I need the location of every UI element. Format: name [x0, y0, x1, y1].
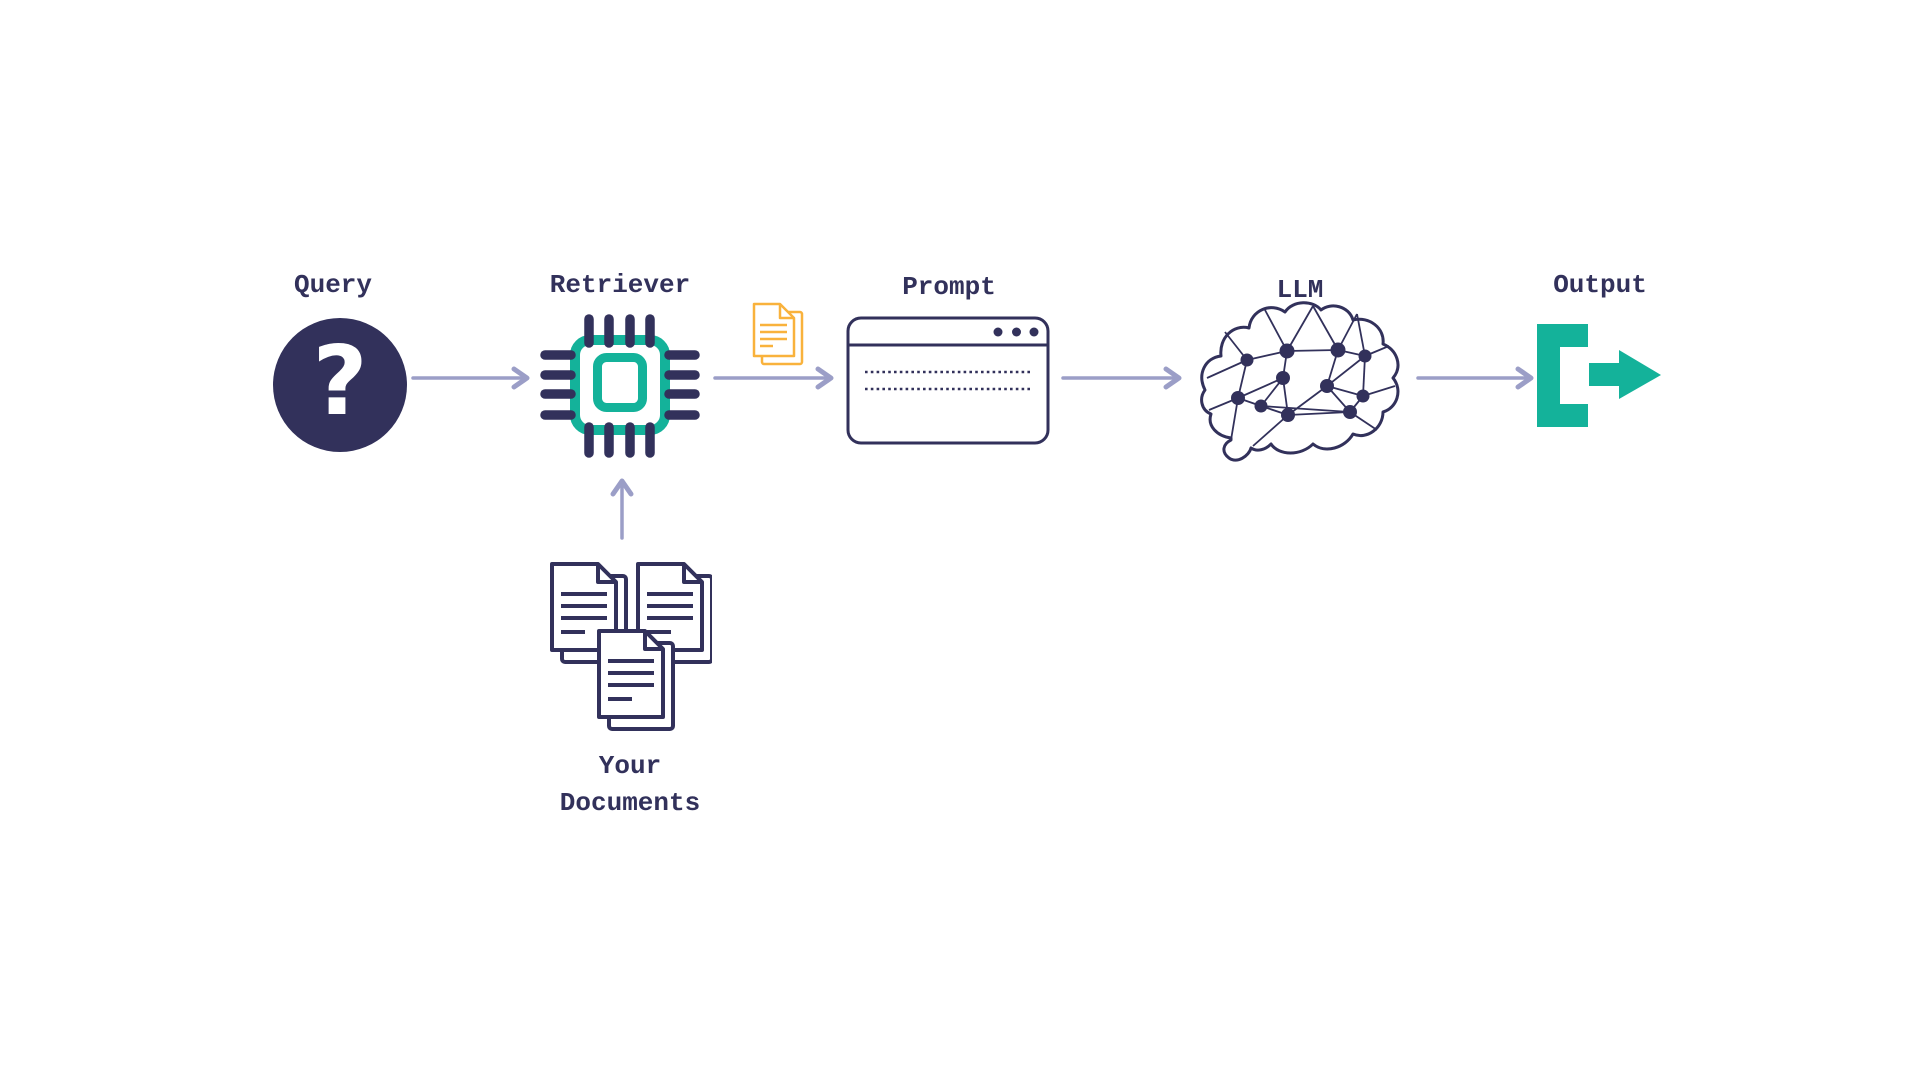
- exit-arrow: [1589, 350, 1661, 399]
- question-mark-glyph: ?: [312, 326, 368, 437]
- documents-passed-icon: [752, 302, 804, 366]
- prompt-label: Prompt: [902, 272, 996, 302]
- brain-network-icon: [1200, 301, 1400, 462]
- brain-network-nodes: [1231, 342, 1372, 422]
- arrow-retriever-to-prompt: [713, 366, 834, 390]
- arrow-prompt-to-llm: [1061, 366, 1182, 390]
- your-documents-label-line1: Your: [598, 751, 662, 781]
- retriever-label: Retriever: [549, 270, 691, 300]
- your-documents-label: Your Documents: [520, 748, 740, 822]
- brain-outline: [1200, 301, 1400, 462]
- document-front: [597, 629, 675, 731]
- arrow-query-to-retriever: [411, 366, 530, 390]
- output-label: Output: [1553, 270, 1647, 300]
- browser-window-icon: [846, 316, 1050, 445]
- arrow-documents-to-retriever: [610, 478, 634, 540]
- exit-arrow-icon: [1537, 324, 1661, 427]
- document-stack-icon: [550, 562, 712, 731]
- exit-bracket: [1537, 324, 1588, 427]
- question-mark-circle-icon: ?: [273, 318, 407, 452]
- chip-pins: [540, 314, 700, 458]
- chip-icon: [540, 314, 700, 458]
- your-documents-label-line2: Documents: [559, 788, 701, 818]
- prompt-text-lines: [865, 370, 1030, 391]
- arrow-llm-to-output: [1416, 366, 1534, 390]
- llm-label: LLM: [1276, 275, 1324, 305]
- query-label: Query: [293, 270, 372, 300]
- window-dots: [993, 327, 1039, 337]
